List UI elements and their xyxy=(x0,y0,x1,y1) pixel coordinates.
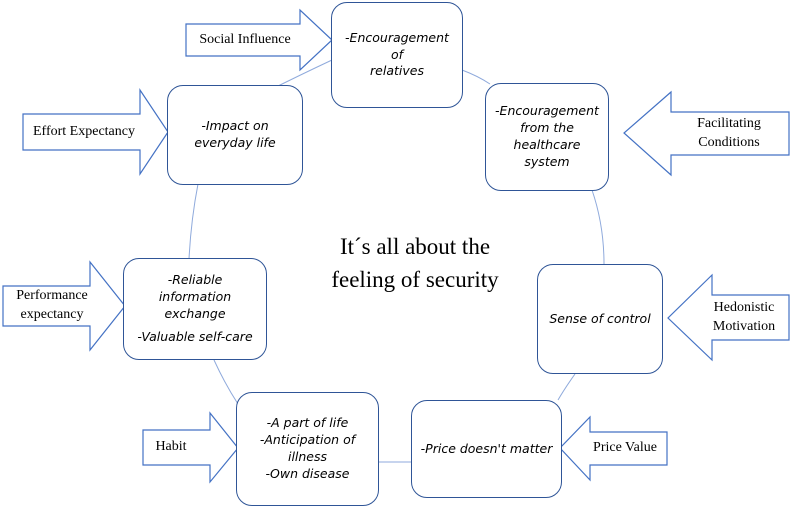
social-influence-arrow xyxy=(185,8,333,72)
box-text-line: Sense of control xyxy=(549,310,651,326)
box-text-line: everyday life xyxy=(194,135,276,150)
box-text-line: -Encouragement xyxy=(495,103,599,119)
hedonistic-motivation-label: Hedonistic Motivation xyxy=(700,295,788,340)
performance-expectancy-label: Performance expectancy xyxy=(4,286,100,326)
social-influence-label: Social Influence xyxy=(190,24,300,56)
sense-of-control-box: Sense of control xyxy=(537,264,663,374)
factor-arrows xyxy=(2,8,790,484)
box-text-line: -Reliable information xyxy=(158,271,232,304)
box-text-line: exchange xyxy=(164,305,226,321)
arrow-label-text: Performance xyxy=(16,288,88,304)
connector-life-info xyxy=(213,359,239,405)
price-value-arrow xyxy=(559,415,668,482)
box-text-line: -A part of life xyxy=(266,415,349,431)
connector-relatives-healthcare xyxy=(461,69,491,85)
arrow-label-text: Conditions xyxy=(698,134,760,150)
arrow-label-text: Habit xyxy=(155,439,187,455)
central-theme-line: feeling of security xyxy=(331,267,499,293)
central-theme-line: It´s all about the xyxy=(339,234,491,259)
box-text-line: -Own disease xyxy=(265,465,350,481)
arrow-label-text: Effort Expectancy xyxy=(33,123,135,139)
connector-healthcare-control xyxy=(591,189,605,265)
arrow-label-text: Motivation xyxy=(712,318,776,334)
facilitating-conditions-label: Facilitating Conditions xyxy=(672,112,786,155)
box-text-line: -Valuable self-care xyxy=(137,329,253,345)
arrow-label-text: Price Value xyxy=(593,440,657,456)
impact-everyday-life-box: -Impact on everyday life xyxy=(167,85,303,185)
habit-label: Habit xyxy=(146,430,196,465)
connector-info-everyday xyxy=(188,183,199,260)
arrow-label-text: Facilitating xyxy=(697,115,761,131)
encouragement-healthcare-box: -Encouragement from the healthcare syste… xyxy=(485,83,609,191)
box-text-line: -Price doesn't matter xyxy=(420,440,553,456)
box-text-line: illness xyxy=(287,449,328,464)
reliable-information-box: -Reliable information exchange -Valuable… xyxy=(123,258,267,360)
facilitating-conditions-arrow xyxy=(623,90,790,177)
arrow-label-text: Hedonistic xyxy=(713,299,775,315)
box-text-line: -Encouragement of xyxy=(345,29,449,62)
hedonistic-motivation-arrow xyxy=(667,273,790,362)
connector-control-price xyxy=(557,373,576,401)
part-of-life-box: -A part of life -Anticipation of illness… xyxy=(236,392,379,506)
arrow-label-text: Social Influence xyxy=(199,31,291,47)
encouragement-relatives-box: -Encouragement of relatives xyxy=(331,2,463,108)
central-theme: It´s all about the feeling of security xyxy=(300,230,530,297)
effort-expectancy-label: Effort Expectancy xyxy=(25,114,143,150)
box-text-line: system xyxy=(524,153,570,169)
price-doesnt-matter-box: -Price doesn't matter xyxy=(411,400,562,498)
ring-connectors xyxy=(188,59,605,463)
habit-arrow xyxy=(142,411,239,484)
price-value-label: Price Value xyxy=(584,432,666,465)
box-text-line: from the healthcare xyxy=(513,120,581,152)
performance-expectancy-arrow xyxy=(2,260,126,352)
effort-expectancy-arrow xyxy=(22,88,169,176)
box-text-line: -Impact on xyxy=(201,118,269,134)
box-text-line: -Anticipation of xyxy=(259,432,356,448)
box-text-line: relatives xyxy=(370,63,424,79)
arrow-label-text: expectancy xyxy=(20,307,84,322)
